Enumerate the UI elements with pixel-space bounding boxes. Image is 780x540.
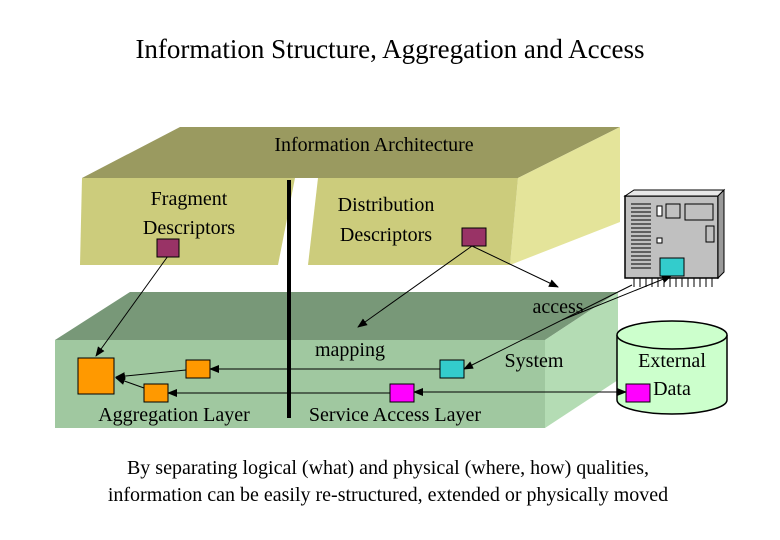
architecture-slab-side [510,127,620,265]
label-external-line1: External [638,350,706,372]
arrow-access-server [561,275,672,321]
caption-line1: By separating logical (what) and physica… [127,457,649,479]
label-access: access [532,296,583,318]
label-mapping: mapping [315,339,385,361]
label-aggregation-layer: Aggregation Layer [98,404,250,426]
system-box [439,359,465,379]
arrow-system-from-server [463,284,633,370]
label-information-architecture: Information Architecture [274,134,473,156]
label-distribution-line1: Distribution [338,194,435,216]
fragment-descriptor-box [156,238,180,258]
label-external-line2: Data [653,378,691,400]
arrow-small2-to-aggregation [115,369,187,381]
distribution-descriptor-box [461,227,487,247]
label-distribution-line2: Descriptors [340,224,432,246]
arrow-distribution-to-mapping [357,245,473,328]
architecture-slab-front-left [80,178,295,265]
label-fragment-line1: Fragment [151,188,228,210]
server-system-box [659,257,685,277]
architecture-slab-top [82,127,620,178]
aggregation-box-upper [185,359,211,379]
service-slab-top [55,292,618,340]
connectors [95,245,672,397]
architecture-slab-front-right [308,178,518,265]
aggregation-box-lower [143,383,169,403]
server-icon [623,188,726,287]
diagram-title: Information Structure, Aggregation and A… [135,34,644,64]
service-slab-front [55,340,545,428]
caption-line2: information can be easily re-structured,… [108,484,668,506]
label-fragment-line2: Descriptors [143,217,235,239]
service-access-box [389,383,415,403]
arrow-distribution-to-access [471,245,559,288]
architecture-slab [80,127,620,265]
external-data-box [625,383,651,403]
service-layer-slab [55,292,618,428]
aggregation-main-box [77,357,115,395]
arrow-fragment-to-aggregation [95,255,169,357]
label-system: System [505,350,564,372]
service-slab-side [545,292,618,428]
label-service-access-layer: Service Access Layer [309,404,481,426]
